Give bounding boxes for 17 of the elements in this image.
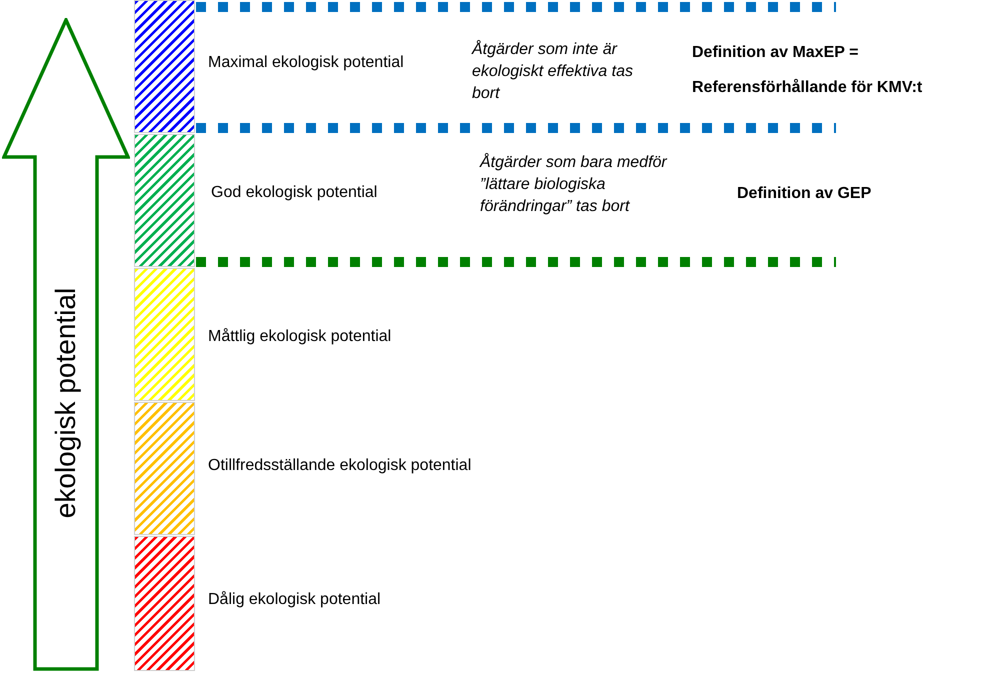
hatched-bar	[134, 402, 195, 535]
note-text: Åtgärder som bara medför ”lättare biologiska förändringar” tas bort	[480, 152, 668, 217]
hatched-bar	[134, 134, 195, 267]
level-label: God ekologisk potential	[211, 183, 378, 203]
note-text: Åtgärder som inte är ekologiskt effektiva tas bort	[472, 39, 634, 104]
hatched-bar	[134, 0, 195, 133]
hatched-bar	[134, 536, 195, 671]
arrow-label: ekologisk potential	[51, 288, 81, 518]
hatched-bar	[134, 268, 195, 401]
definition-text: Definition av GEP	[737, 184, 872, 204]
level-label: Otillfredsställande ekologisk potential	[208, 456, 472, 476]
definition-text: Definition av MaxEP =	[692, 43, 858, 63]
level-label: Måttlig ekologisk potential	[208, 327, 392, 347]
block-arrow	[2, 18, 130, 671]
level-label: Maximal ekologisk potential	[208, 53, 404, 73]
level-label: Dålig ekologisk potential	[208, 590, 381, 610]
definition-text: Referensförhållande för KMV:t	[692, 78, 922, 98]
